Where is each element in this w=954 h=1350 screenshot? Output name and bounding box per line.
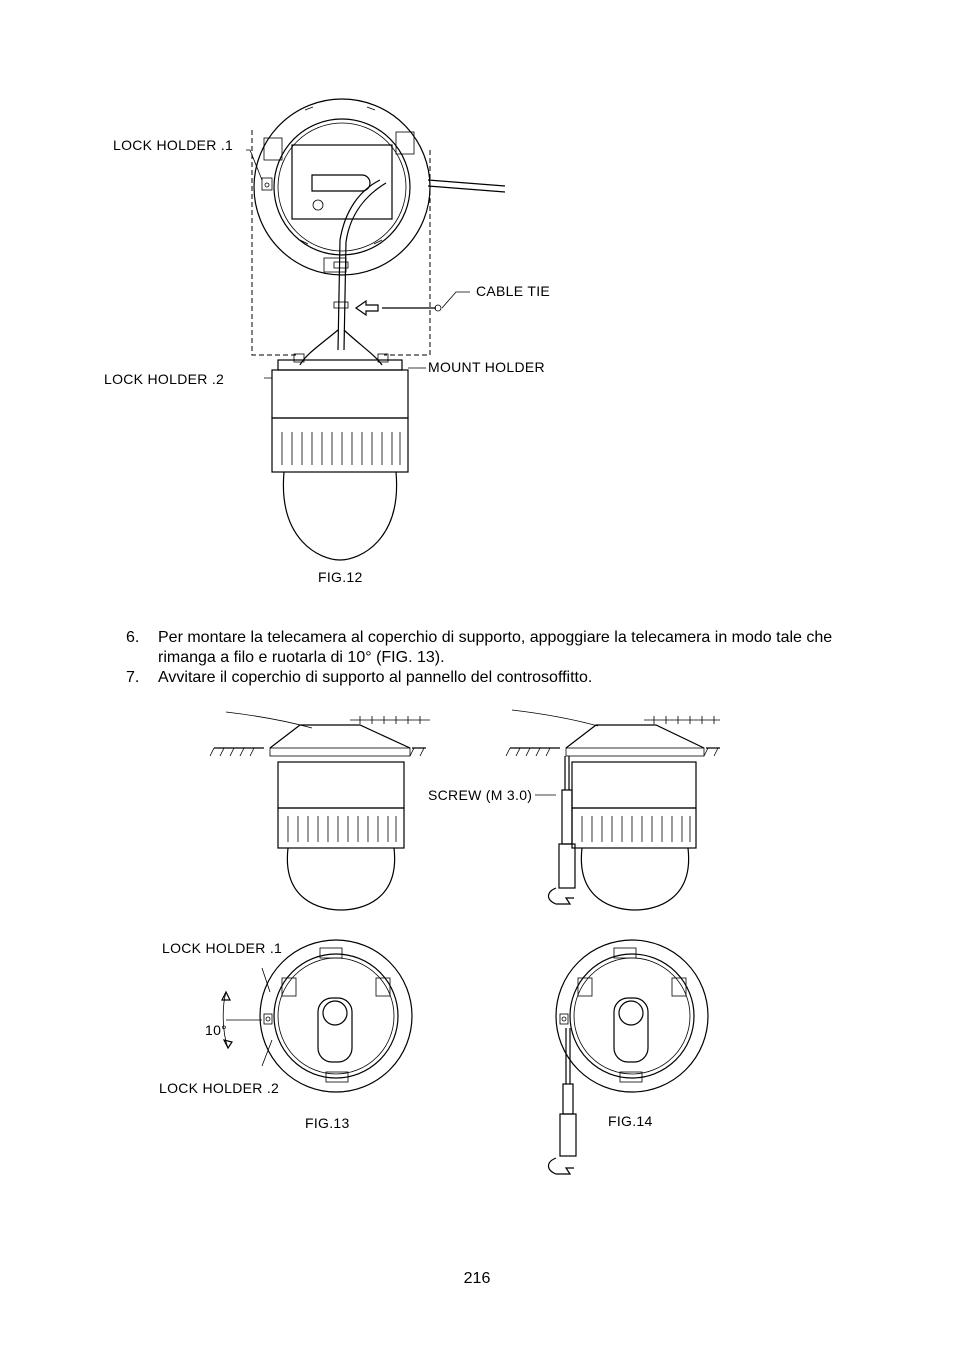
step-text: Avvitare il coperchio di supporto al pan… (158, 669, 593, 686)
step-number: 7. (126, 669, 140, 686)
fig13-lock-holder-2-label: LOCK HOLDER .2 (159, 1080, 280, 1096)
fig12-caption: FIG.12 (318, 569, 363, 585)
fig12-drawing (246, 98, 506, 561)
instruction-list: 6. Per montare la telecamera al coperchi… (122, 628, 882, 688)
lock-holder-1-label: LOCK HOLDER .1 (113, 137, 234, 153)
angle-label: 10° (205, 1022, 228, 1038)
page-number: 216 (463, 1270, 491, 1287)
list-item: 7. Avvitare il coperchio di supporto al … (122, 668, 882, 688)
lock-holder-2-label: LOCK HOLDER .2 (104, 371, 225, 387)
fig14-caption: FIG.14 (608, 1113, 653, 1129)
mount-holder-label: MOUNT HOLDER (428, 359, 545, 375)
cable-tie-label: CABLE TIE (476, 283, 551, 299)
list-item: 6. Per montare la telecamera al coperchi… (122, 628, 882, 668)
fig13-caption: FIG.13 (305, 1115, 350, 1131)
step-text: Per montare la telecamera al coperchio d… (158, 629, 833, 666)
screw-label: SCREW (M 3.0) (428, 787, 533, 803)
step-number: 6. (126, 629, 140, 646)
fig13-lock-holder-1-label: LOCK HOLDER .1 (162, 940, 283, 956)
